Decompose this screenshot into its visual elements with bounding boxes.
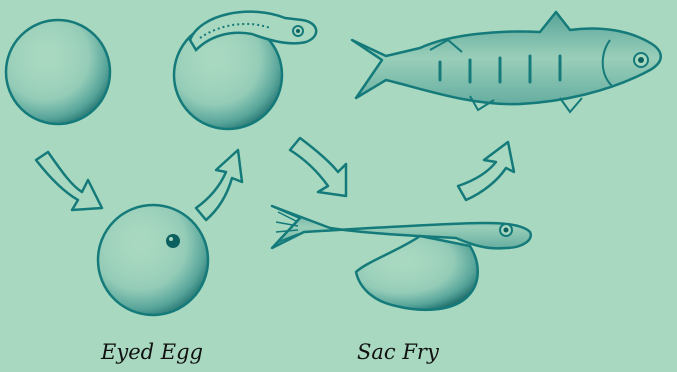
caption-sac-fry: Sac Fry [357, 340, 439, 364]
caption-eyed-egg: Eyed Egg [101, 340, 203, 364]
egg-icon [6, 20, 110, 124]
eyed-egg-icon [98, 205, 208, 315]
